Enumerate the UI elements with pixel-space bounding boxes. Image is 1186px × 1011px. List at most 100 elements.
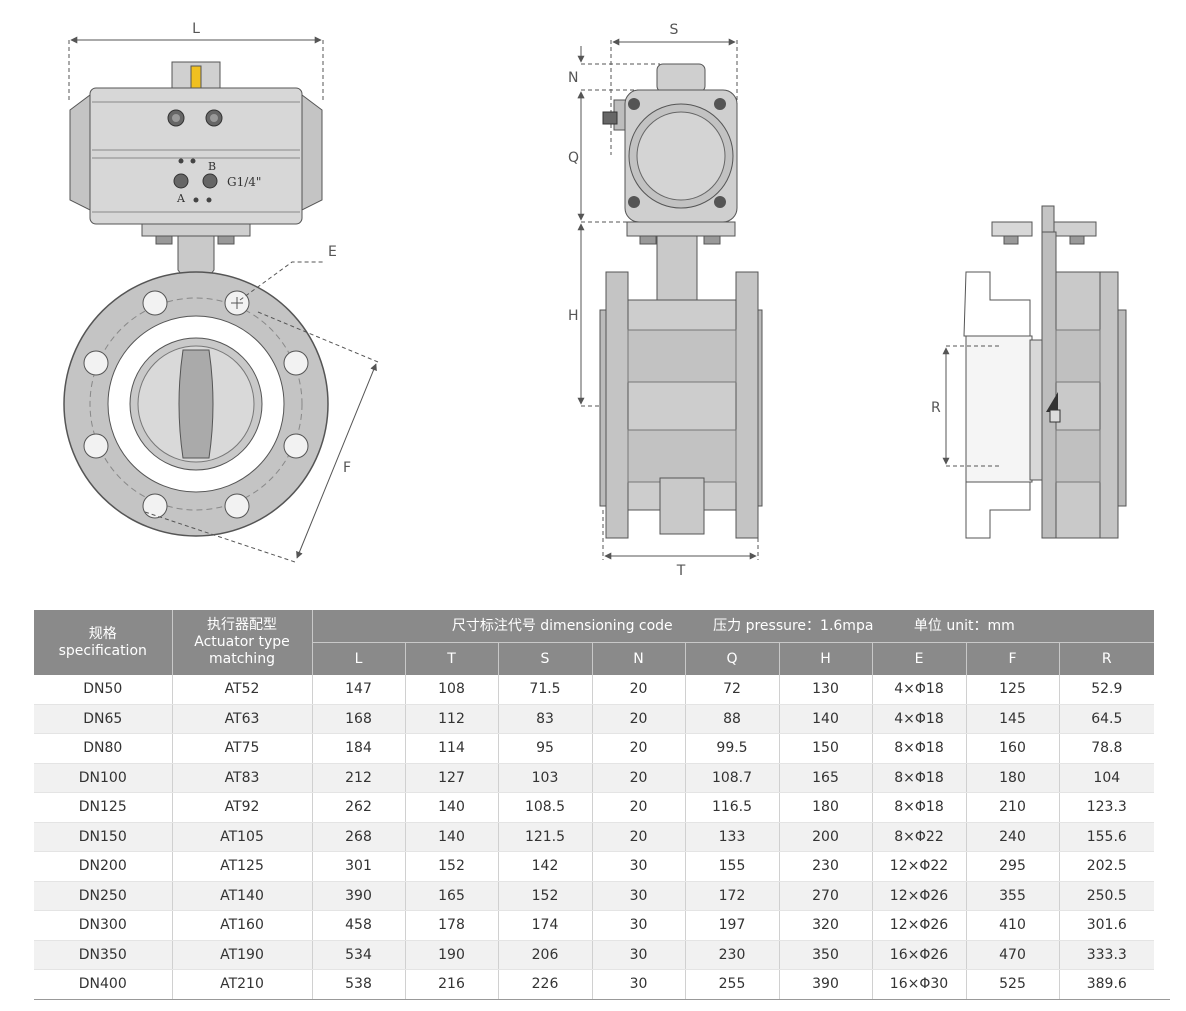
table-cell: 270	[779, 881, 873, 911]
table-cell: AT140	[172, 881, 313, 911]
table-cell: 30	[592, 910, 686, 941]
table-cell: 103	[498, 763, 593, 793]
header-pressure-label: 压力 pressure：1.6mpa	[713, 617, 874, 634]
dim-label-f: F	[343, 460, 351, 476]
table-cell: 20	[592, 822, 686, 852]
table-cell: 180	[779, 792, 873, 823]
header-actuator: 执行器配型 Actuator type matching	[172, 610, 313, 675]
table-cell: 8×Φ22	[872, 822, 967, 852]
table-cell: 174	[498, 910, 593, 941]
table-cell: AT210	[172, 969, 313, 1000]
table-cell: 125	[966, 675, 1060, 705]
table-cell: 255	[685, 969, 780, 1000]
table-cell: 64.5	[1059, 704, 1155, 734]
column-header: T	[405, 642, 499, 675]
table-cell: 155	[685, 851, 780, 882]
table-cell: AT52	[172, 675, 313, 705]
table-cell: 295	[966, 851, 1060, 882]
table-cell: 30	[592, 940, 686, 970]
table-cell: 83	[498, 704, 593, 734]
table-cell: 230	[685, 940, 780, 970]
table-cell: 355	[966, 881, 1060, 911]
table-cell: 8×Φ18	[872, 733, 967, 764]
table-cell: 104	[1059, 763, 1155, 793]
table-cell: 114	[405, 733, 499, 764]
table-cell: 140	[779, 704, 873, 734]
table-cell: 52.9	[1059, 675, 1155, 705]
table-cell: 230	[779, 851, 873, 882]
section-view: R	[931, 205, 1127, 539]
front-view: L B A G1/4"	[63, 21, 379, 563]
table-cell: 389.6	[1059, 969, 1155, 1000]
table-cell: DN350	[34, 940, 173, 970]
table-cell: DN200	[34, 851, 173, 882]
table-cell: 190	[405, 940, 499, 970]
table-cell: 165	[779, 763, 873, 793]
dim-label-q: Q	[568, 150, 579, 166]
table-cell: 121.5	[498, 822, 593, 852]
column-header: Q	[685, 642, 780, 675]
pneumatic-actuator: B A G1/4"	[69, 61, 323, 225]
dimension-e: E	[239, 244, 337, 301]
position-indicator	[190, 65, 202, 89]
table-cell: 88	[685, 704, 780, 734]
table-cell: 142	[498, 851, 593, 882]
table-cell: 112	[405, 704, 499, 734]
table-cell: 95	[498, 733, 593, 764]
dim-label-h: H	[568, 308, 579, 324]
table-cell: 250.5	[1059, 881, 1155, 911]
dim-label-e: E	[328, 244, 337, 260]
table-cell: 172	[685, 881, 780, 911]
table-cell: 108.7	[685, 763, 780, 793]
table-cell: AT105	[172, 822, 313, 852]
side-view: S N Q H	[568, 22, 763, 579]
table-cell: 30	[592, 881, 686, 911]
table-cell: 458	[312, 910, 406, 941]
table-cell: AT63	[172, 704, 313, 734]
table-cell: 30	[592, 969, 686, 1000]
table-cell: 210	[966, 792, 1060, 823]
table-cell: 333.3	[1059, 940, 1155, 970]
table-cell: 116.5	[685, 792, 780, 823]
table-cell: 212	[312, 763, 406, 793]
table-cell: AT75	[172, 733, 313, 764]
table-cell: 165	[405, 881, 499, 911]
table-cell: 155.6	[1059, 822, 1155, 852]
table-cell: 12×Φ22	[872, 851, 967, 882]
bottom-rule	[34, 999, 1170, 1000]
table-cell: 16×Φ26	[872, 940, 967, 970]
table-cell: 72	[685, 675, 780, 705]
table-cell: 140	[405, 792, 499, 823]
technical-drawings: L B A G1/4"	[63, 21, 1127, 579]
column-header: L	[312, 642, 406, 675]
table-cell: AT125	[172, 851, 313, 882]
table-cell: 108.5	[498, 792, 593, 823]
table-cell: 202.5	[1059, 851, 1155, 882]
header-actuator-cn: 执行器配型	[207, 617, 277, 633]
table-cell: 168	[312, 704, 406, 734]
table-cell: 390	[779, 969, 873, 1000]
header-unit-label: 单位 unit：mm	[913, 617, 1015, 634]
port-b-label: B	[208, 160, 216, 173]
table-cell: 200	[779, 822, 873, 852]
table-cell: 534	[312, 940, 406, 970]
table-cell: 12×Φ26	[872, 881, 967, 911]
thread-label: G1/4"	[227, 175, 261, 189]
specification-table: 规格 specification 执行器配型 Actuator type mat…	[34, 610, 1155, 1000]
header-spec-en: specification	[58, 642, 147, 659]
table-cell: 140	[405, 822, 499, 852]
valve-body-front	[63, 271, 329, 537]
table-cell: 4×Φ18	[872, 675, 967, 705]
table-cell: 30	[592, 851, 686, 882]
column-header: R	[1059, 642, 1155, 675]
column-header: N	[592, 642, 686, 675]
table-cell: DN50	[34, 675, 173, 705]
table-cell: DN80	[34, 733, 173, 764]
